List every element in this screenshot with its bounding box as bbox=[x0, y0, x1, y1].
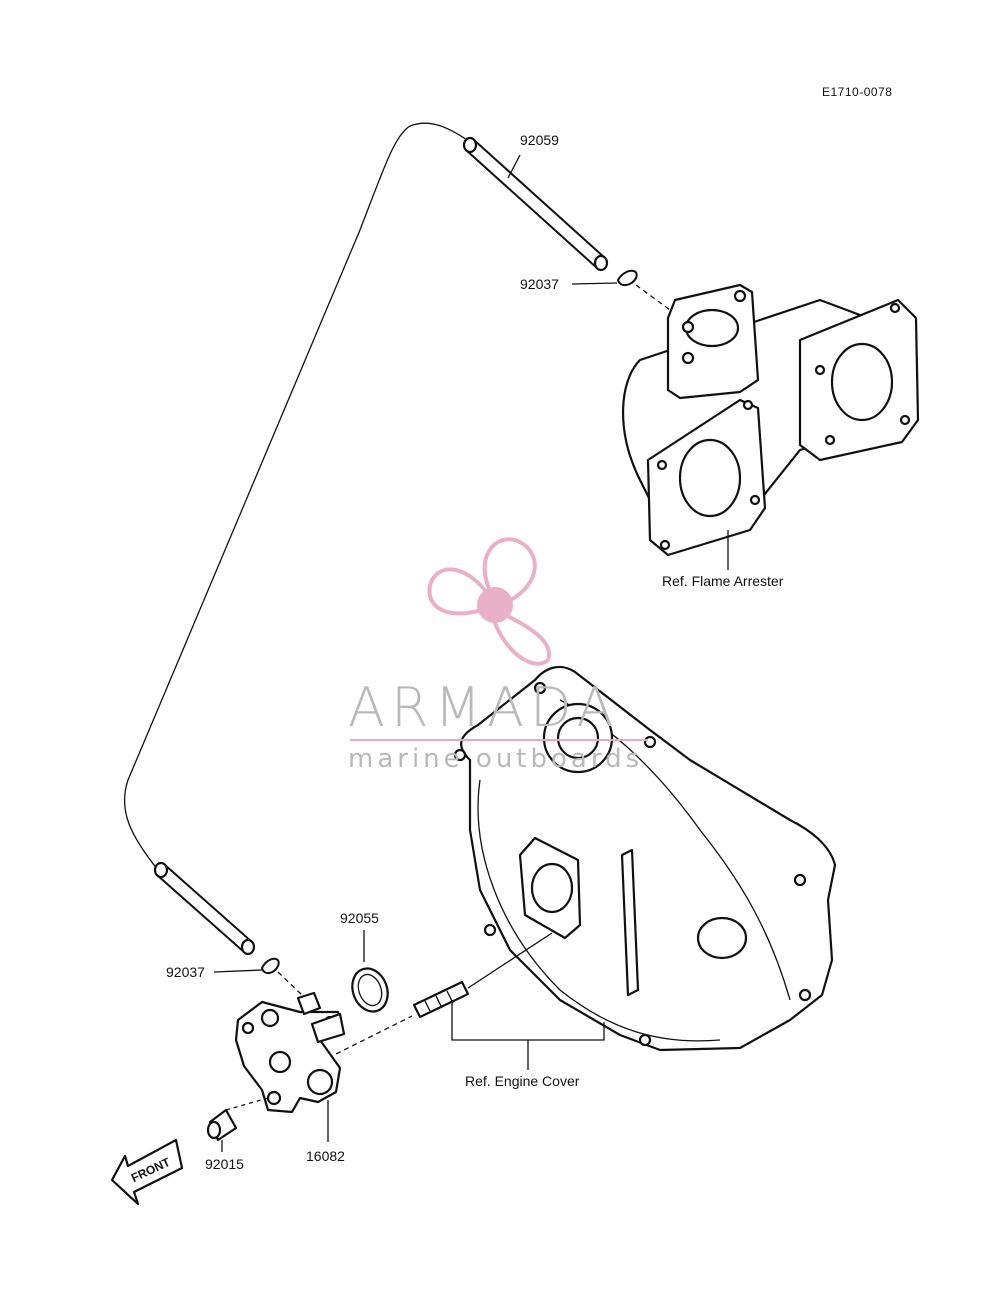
assembly-line-pump bbox=[327, 1015, 413, 1059]
part-label-92059: 92059 bbox=[520, 132, 559, 148]
assembly-line-upper bbox=[635, 284, 671, 311]
part-label-16082: 16082 bbox=[306, 1148, 345, 1164]
leader-92037-lower bbox=[213, 969, 263, 973]
plug bbox=[206, 1108, 238, 1142]
diagram-code: E1710-0078 bbox=[822, 85, 893, 99]
hose-routing-line bbox=[123, 122, 471, 871]
part-label-92037-lower: 92037 bbox=[166, 964, 205, 980]
ref-label-flame-arrester: Ref. Flame Arrester bbox=[662, 573, 784, 589]
assembly-line-lower bbox=[277, 971, 303, 996]
assembly-line-plug bbox=[225, 1097, 269, 1111]
flame-arrester-manifold bbox=[622, 283, 920, 557]
leader-92059 bbox=[507, 154, 521, 179]
propeller-logo-icon bbox=[427, 537, 552, 666]
engine-cover bbox=[453, 665, 837, 1052]
hose-upper bbox=[462, 136, 609, 272]
part-label-92037-upper: 92037 bbox=[520, 276, 559, 292]
hose-lower bbox=[153, 861, 256, 956]
part-label-92055: 92055 bbox=[340, 910, 379, 926]
front-arrow bbox=[110, 1138, 184, 1206]
clamp-lower bbox=[261, 957, 280, 974]
assembly-line-cover bbox=[467, 932, 553, 989]
part-label-92015: 92015 bbox=[205, 1156, 244, 1172]
oring bbox=[351, 967, 389, 1013]
clamp-upper bbox=[617, 269, 638, 286]
fuel-pump bbox=[234, 991, 346, 1114]
pipe-fitting bbox=[412, 980, 470, 1019]
ref-label-engine-cover: Ref. Engine Cover bbox=[465, 1073, 580, 1089]
leader-92037-upper bbox=[571, 282, 618, 285]
